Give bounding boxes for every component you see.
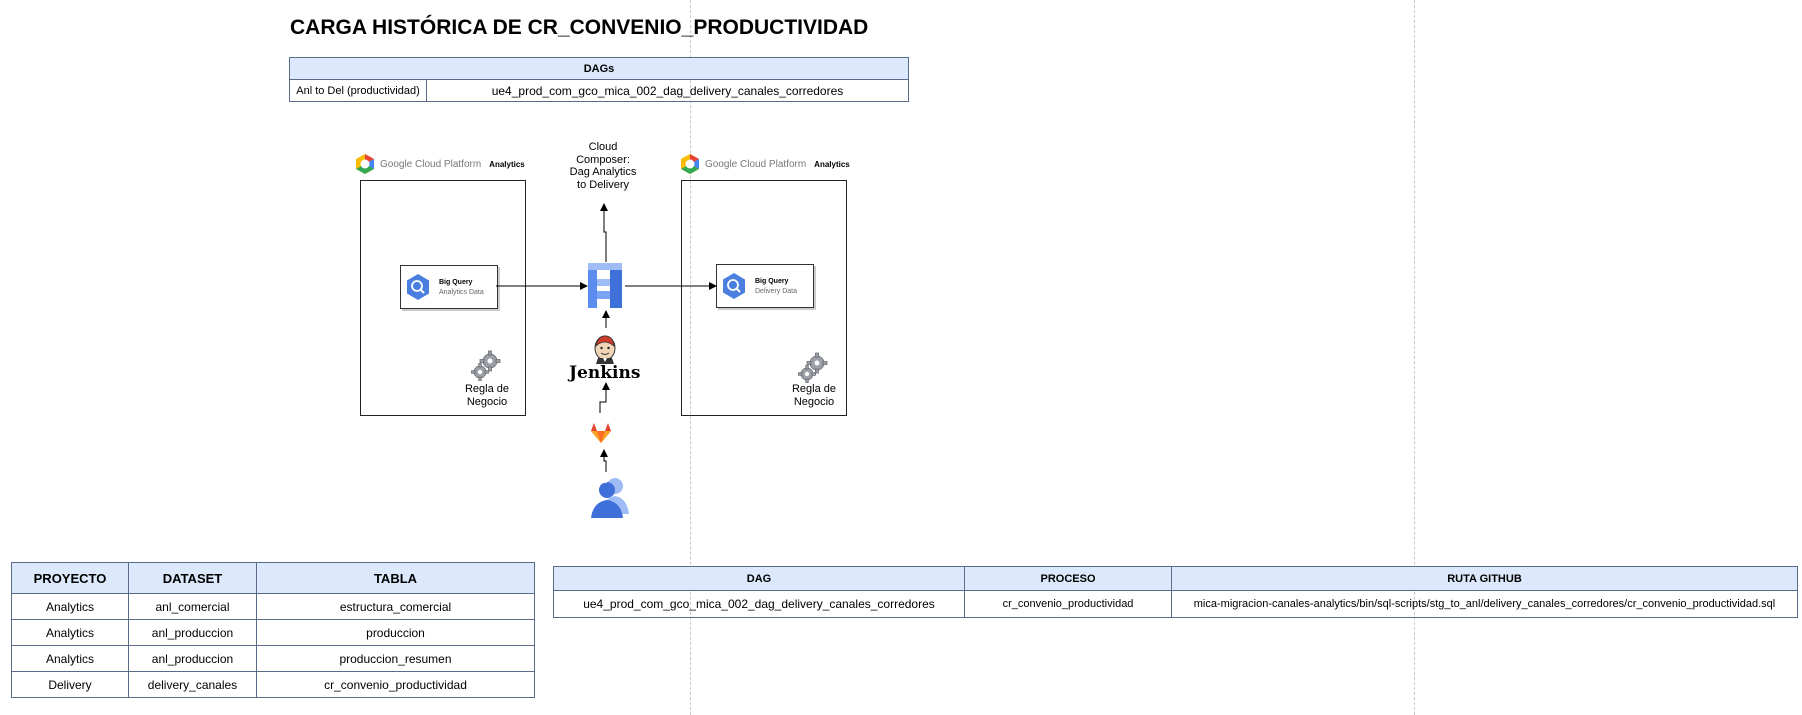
gitlab-icon <box>591 423 611 443</box>
gears-icon <box>471 350 501 381</box>
cell-tabla: produccion_resumen <box>256 645 535 672</box>
cell-tabla: produccion <box>256 619 535 646</box>
flow-arrow-gitlab-to-jenkins <box>599 382 610 413</box>
cell-proyecto: Analytics <box>11 619 129 646</box>
bigquery-icon <box>407 274 429 300</box>
cell-tabla: estructura_comercial <box>256 593 535 620</box>
dag-row-label: Anl to Del (productividad) <box>289 79 427 102</box>
business-rule-label: Regla de Negocio <box>791 383 837 408</box>
jenkins-icon <box>594 335 616 364</box>
bq-title: Big Query <box>755 277 789 285</box>
bq-title: Big Query <box>439 278 473 286</box>
cloud-composer-icon <box>588 263 622 308</box>
col-header-ruta-github: RUTA GITHUB <box>1171 566 1798 591</box>
cell-dataset: anl_comercial <box>128 593 257 620</box>
cell-proyecto: Analytics <box>11 593 129 620</box>
left-gcp-header: Google Cloud Platform Analytics <box>354 152 525 176</box>
table-row: Analytics anl_produccion produccion <box>11 619 535 646</box>
table-row: Delivery delivery_canales cr_convenio_pr… <box>11 671 535 698</box>
bigquery-icon <box>723 273 745 299</box>
gcp-logo-icon <box>681 154 699 174</box>
source-tables-table: PROYECTO DATASET TABLA Analytics anl_com… <box>11 562 535 698</box>
col-header-tabla: TABLA <box>256 562 535 594</box>
cell-dataset: anl_produccion <box>128 645 257 672</box>
gcp-brand-label: Google Cloud Platform <box>380 158 482 170</box>
dags-table: DAGs Anl to Del (productividad) ue4_prod… <box>289 57 909 102</box>
bq-subtitle: Delivery Data <box>755 287 798 295</box>
cloud-composer-label: Cloud Composer: Dag Analytics to Deliver… <box>569 141 637 191</box>
cell-tabla: cr_convenio_productividad <box>256 671 535 698</box>
table-row: Analytics anl_produccion produccion_resu… <box>11 645 535 672</box>
page-guide-line <box>1414 0 1415 715</box>
bigquery-analytics-card: Big Query Analytics Data <box>400 265 498 309</box>
page-guide-line <box>690 0 691 715</box>
right-gcp-header: Google Cloud Platform Analytics <box>679 152 850 176</box>
cell-ruta-github: mica-migracion-canales-analytics/bin/sql… <box>1171 590 1798 618</box>
table-row: Anl to Del (productividad) ue4_prod_com_… <box>289 79 909 102</box>
col-header-proyecto: PROYECTO <box>11 562 129 594</box>
flow-arrow-composer-to-label <box>600 203 608 262</box>
cell-dag: ue4_prod_com_gco_mica_002_dag_delivery_c… <box>553 590 965 618</box>
dag-row-value: ue4_prod_com_gco_mica_002_dag_delivery_c… <box>426 79 909 102</box>
col-header-dataset: DATASET <box>128 562 257 594</box>
gcp-env-label: Analytics <box>489 159 525 169</box>
cell-dataset: anl_produccion <box>128 619 257 646</box>
page-title: CARGA HISTÓRICA DE CR_CONVENIO_PRODUCTIV… <box>290 16 869 39</box>
gcp-env-label: Analytics <box>814 159 850 169</box>
dags-table-header: DAGs <box>289 57 909 80</box>
cell-proyecto: Delivery <box>11 671 129 698</box>
jenkins-label: Jenkins <box>569 363 641 383</box>
cell-proceso: cr_convenio_productividad <box>964 590 1172 618</box>
gears-icon <box>798 352 828 383</box>
table-row: ue4_prod_com_gco_mica_002_dag_delivery_c… <box>553 590 1798 618</box>
gcp-brand-label: Google Cloud Platform <box>705 158 807 170</box>
analytics-project-box <box>360 180 526 416</box>
col-header-proceso: PROCESO <box>964 566 1172 591</box>
table-row: Analytics anl_comercial estructura_comer… <box>11 593 535 620</box>
bq-subtitle: Analytics Data <box>439 288 484 296</box>
business-rule-label: Regla de Negocio <box>464 383 510 408</box>
cell-dataset: delivery_canales <box>128 671 257 698</box>
delivery-project-box <box>681 180 847 416</box>
users-icon <box>591 478 629 518</box>
process-table: DAG PROCESO RUTA GITHUB ue4_prod_com_gco… <box>553 566 1798 618</box>
gcp-logo-icon <box>356 154 374 174</box>
flow-arrow-users-to-gitlab <box>600 449 608 472</box>
cell-proyecto: Analytics <box>11 645 129 672</box>
col-header-dag: DAG <box>553 566 965 591</box>
